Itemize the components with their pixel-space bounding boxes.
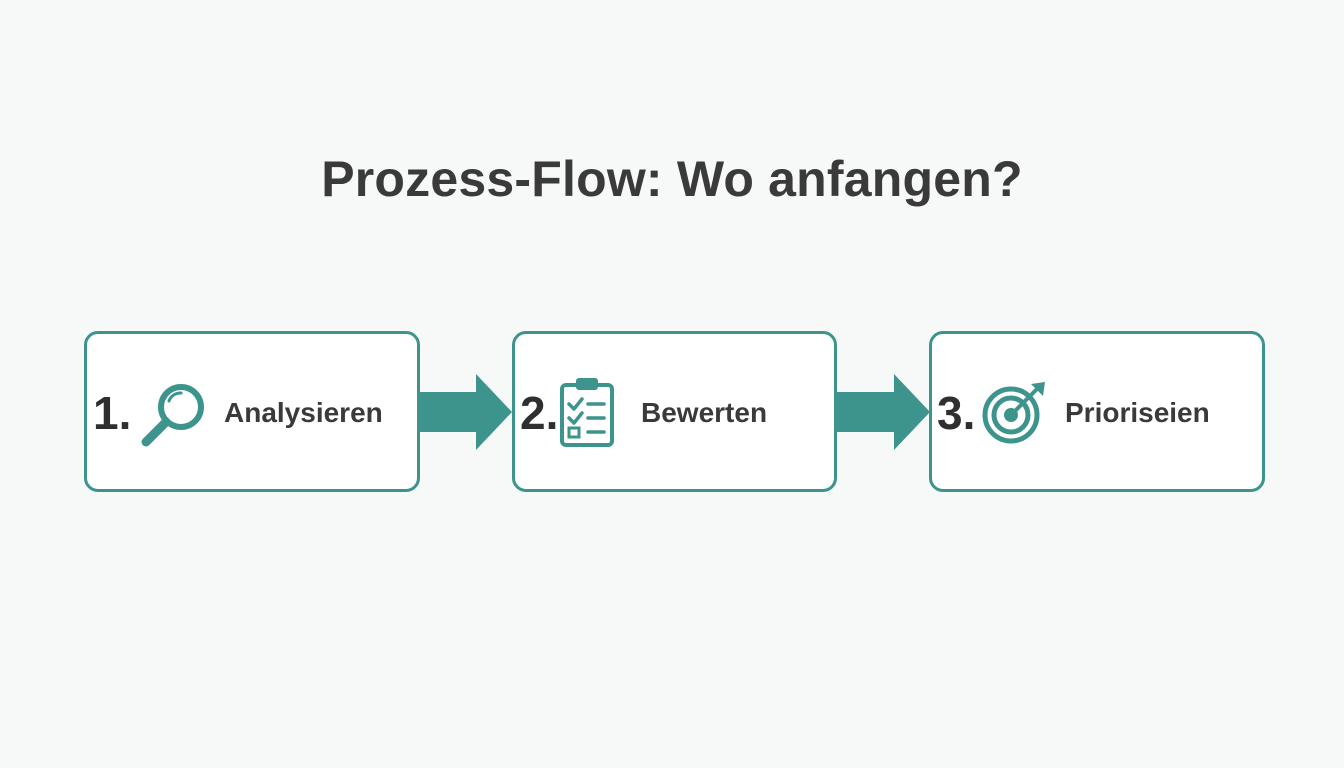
magnifier-icon — [141, 384, 204, 447]
step-label: Prioriseien — [1065, 397, 1210, 428]
step-number: 1. — [93, 387, 132, 439]
step-label: Analysieren — [224, 397, 383, 428]
flow-arrow — [836, 374, 930, 450]
step-number: 3. — [937, 387, 976, 439]
step-box-bewerten: 2. Bewerten — [512, 331, 837, 492]
flow-arrow — [419, 374, 512, 450]
target-arrow-icon — [982, 382, 1045, 444]
step-number: 2. — [520, 387, 559, 439]
step-label: Bewerten — [641, 397, 768, 428]
step-box-prioriseien: 3. Prioriseien — [929, 331, 1265, 492]
clipboard-checklist-icon — [560, 378, 614, 447]
diagram-title: Prozess-Flow: Wo anfangen? — [321, 151, 1023, 207]
step-box-analysieren: 1. Analysieren — [84, 331, 420, 492]
